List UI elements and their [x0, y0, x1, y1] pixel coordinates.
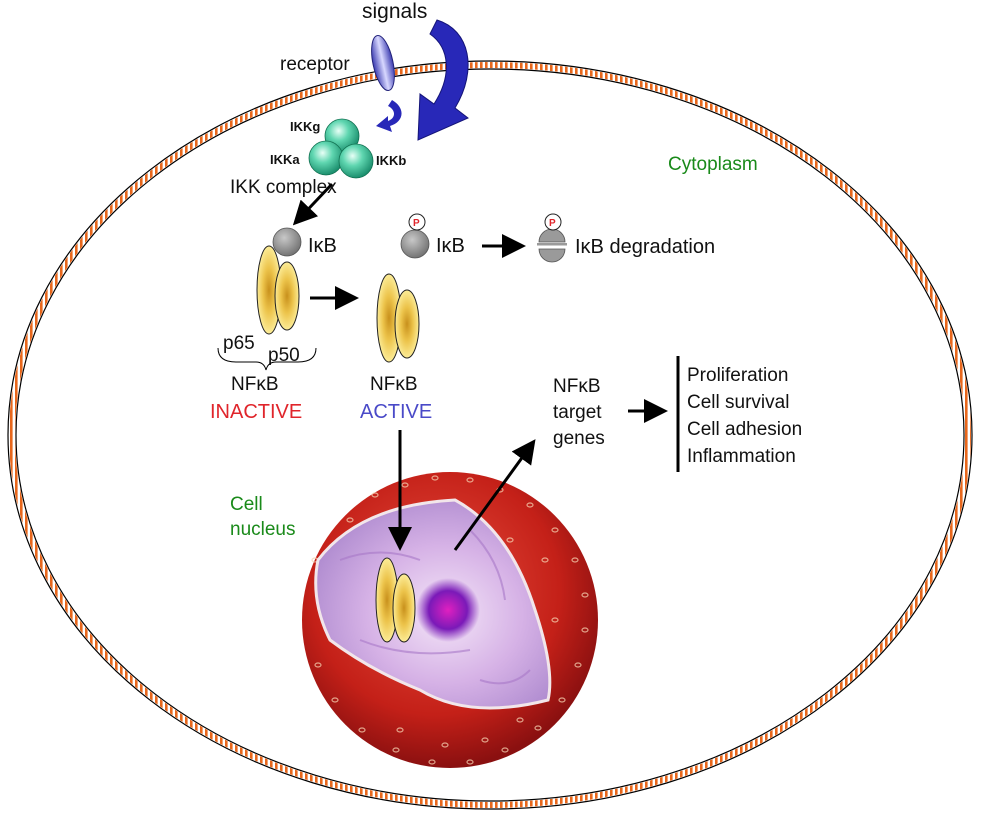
ikb-phospho-icon [400, 229, 430, 259]
outcomes-list: Proliferation Cell survival Cell adhesio… [687, 365, 802, 467]
nfkb-active-icon [376, 273, 420, 363]
cell-nucleus-label-line1: Cell [230, 494, 263, 515]
cytoplasm-label: Cytoplasm [668, 154, 758, 175]
receptor-signal-arrow [376, 100, 402, 132]
nfkb-brace [217, 347, 317, 371]
p50-label: p50 [268, 345, 300, 366]
phospho-mark-2: P [549, 218, 556, 229]
phospho-degraded-icon [544, 213, 562, 231]
active-label: ACTIVE [360, 401, 432, 423]
phospho-icon [408, 213, 426, 231]
nfkb-inactive-icon [256, 245, 300, 335]
nfkb-active-name: NFκB [370, 374, 418, 395]
ikk-to-ikb-arrow [292, 182, 334, 226]
target-genes-line2: target [553, 402, 602, 423]
target-genes-line3: genes [553, 428, 605, 449]
ikb-degraded-icon [537, 228, 567, 263]
receptor-label: receptor [280, 54, 350, 75]
cell-nucleus-label-line2: nucleus [230, 519, 296, 540]
signal-arrow [417, 19, 469, 141]
inactive-label: INACTIVE [210, 401, 302, 423]
nfkb-nuclear-icon [375, 557, 416, 643]
ikb-bound-icon [272, 227, 302, 257]
outcome-item: Proliferation [687, 365, 788, 386]
outcome-item: Cell adhesion [687, 419, 802, 440]
receptor-icon [371, 35, 395, 91]
ikb-degradation-label: IκB degradation [575, 236, 715, 258]
ikk-b-label: IKKb [376, 153, 406, 168]
ikk-a-label: IKKa [270, 152, 300, 167]
phospho-mark-1: P [413, 218, 420, 229]
ikb-phospho-label: IκB [436, 235, 465, 257]
p65-label: p65 [223, 333, 255, 354]
cell-nucleus-icon [302, 472, 598, 768]
outcome-item: Cell survival [687, 392, 789, 413]
ikk-complex-label: IKK complex [230, 177, 337, 198]
nucleus-to-genes-arrow [453, 439, 536, 551]
outcome-item: Inflammation [687, 446, 796, 467]
signals-label: signals [362, 0, 427, 23]
target-genes-line1: NFκB [553, 376, 601, 397]
cell-membrane [7, 60, 973, 810]
ikb-bound-label: IκB [308, 235, 337, 257]
ikk-g-label: IKKg [290, 119, 320, 134]
ikk-complex-icon [308, 118, 374, 179]
nfkb-inactive-name: NFκB [231, 374, 279, 395]
